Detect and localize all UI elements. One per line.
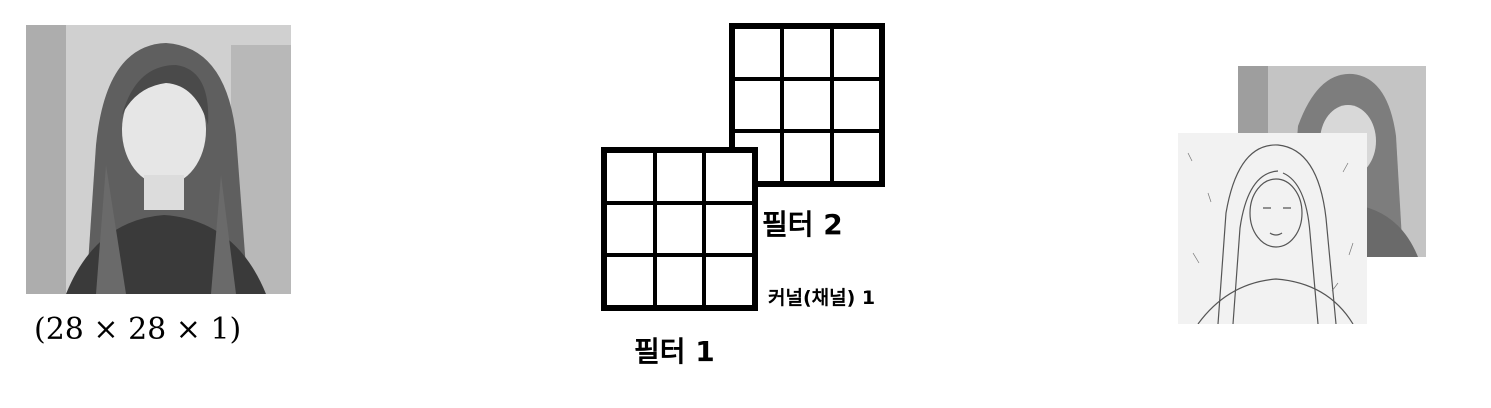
filter-cell <box>704 151 754 203</box>
filter-1-label: 필터 1 <box>634 335 715 368</box>
filter-cell <box>782 131 832 183</box>
filter-cell <box>831 131 881 183</box>
filter-cell <box>704 255 754 307</box>
filter-cell <box>605 151 655 203</box>
filter-cell <box>654 255 705 307</box>
filter-cell <box>605 255 655 307</box>
filter-cell <box>605 203 655 255</box>
filter-cell <box>782 27 832 79</box>
filter-cell <box>654 203 705 255</box>
filter-cell <box>782 79 832 131</box>
kernel-channel-label: 커널(채널) 1 <box>768 287 876 309</box>
filter-cell <box>831 27 881 79</box>
filter-cell <box>831 79 881 131</box>
filter-cell <box>733 27 783 79</box>
filter-1-grid <box>601 147 758 311</box>
input-shape-label: (28 × 28 × 1) <box>34 312 242 347</box>
filter-2-label: 필터 2 <box>762 208 843 241</box>
feature-map-1 <box>1178 133 1367 324</box>
filter-cell <box>733 79 783 131</box>
filter-cell <box>654 151 705 203</box>
input-image <box>26 25 291 294</box>
filter-cell <box>704 203 754 255</box>
